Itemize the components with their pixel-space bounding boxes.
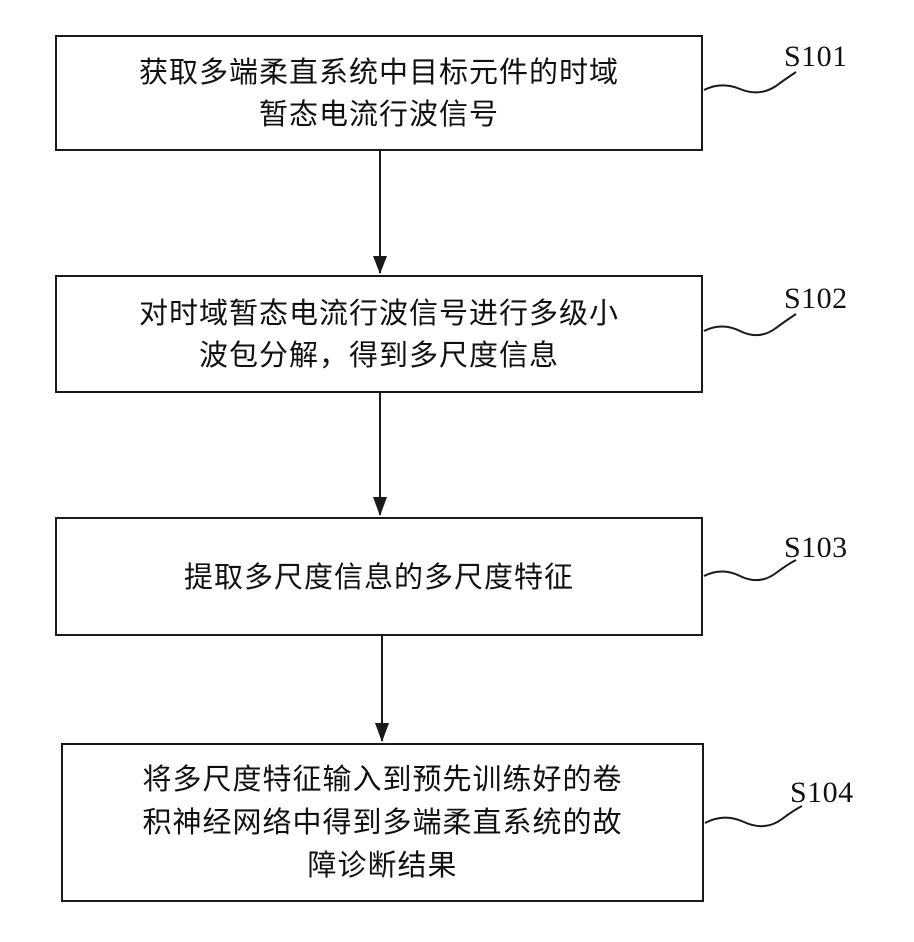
arrowhead-s101-to-s102	[373, 256, 387, 274]
step-label-s101: S101	[784, 40, 848, 74]
leader-line-s101	[704, 72, 796, 92]
step-text-s104: 将多尺度特征输入到预先训练好的卷 积神经网络中得到多端柔直系统的故 障诊断结果	[132, 758, 632, 887]
step-label-s102: S102	[784, 282, 848, 316]
step-box-s104: 将多尺度特征输入到预先训练好的卷 积神经网络中得到多端柔直系统的故 障诊断结果	[61, 743, 704, 902]
arrowhead-s103-to-s104	[375, 723, 389, 742]
leader-line-s103	[704, 560, 796, 580]
leader-line-s104	[705, 806, 802, 826]
step-text-s102: 对时域暂态电流行波信号进行多级小 波包分解，得到多尺度信息	[129, 292, 629, 376]
leader-line-s102	[704, 314, 796, 335]
step-box-s103: 提取多尺度信息的多尺度特征	[55, 517, 703, 636]
step-box-s101: 获取多端柔直系统中目标元件的时域 暂态电流行波信号	[55, 35, 703, 151]
step-text-s101: 获取多端柔直系统中目标元件的时域 暂态电流行波信号	[129, 51, 629, 135]
step-text-s103: 提取多尺度信息的多尺度特征	[174, 556, 584, 598]
arrowhead-s102-to-s103	[373, 497, 387, 516]
step-label-s104: S104	[790, 776, 854, 810]
step-label-s103: S103	[784, 531, 848, 565]
step-box-s102: 对时域暂态电流行波信号进行多级小 波包分解，得到多尺度信息	[55, 275, 703, 393]
